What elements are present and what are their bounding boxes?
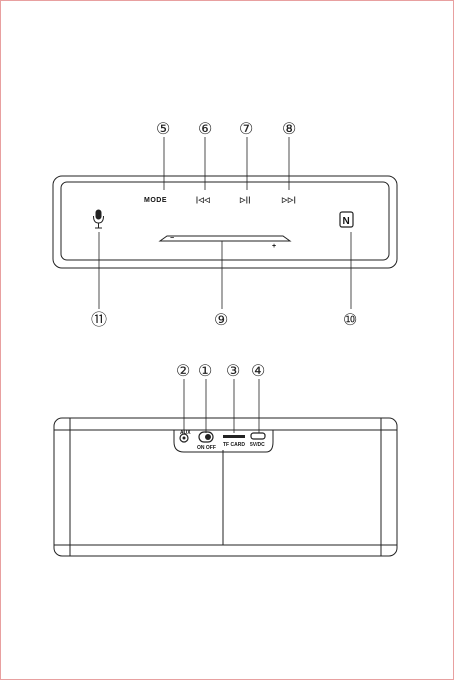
- svg-text:②: ②: [176, 363, 190, 380]
- mode-label: MODE: [144, 197, 167, 204]
- callout-8: ⑧: [282, 121, 296, 190]
- rear-callouts: ② ① ③ ④: [176, 363, 265, 433]
- top-callouts: ⑤ ⑥ ⑦ ⑧ ⑪ ⑨ ⑩: [91, 121, 357, 329]
- prev-track-icon: |◁◁: [196, 197, 210, 204]
- dc-label: 5V/DC: [250, 442, 265, 448]
- tf-card-slot: [223, 435, 245, 438]
- callout-3: ③: [226, 363, 240, 433]
- callout-6: ⑥: [198, 121, 212, 190]
- rear-view: [54, 418, 397, 556]
- svg-text:①: ①: [198, 363, 212, 380]
- callout-2: ②: [176, 363, 190, 433]
- volume-minus-icon: −: [170, 235, 175, 242]
- svg-text:⑧: ⑧: [282, 121, 296, 138]
- top-controls: MODE |◁◁ ▷|| ▷▷| − + N: [94, 197, 354, 250]
- power-label: ON OFF: [197, 445, 216, 451]
- callout-9: ⑨: [214, 241, 228, 329]
- callout-11: ⑪: [91, 232, 107, 329]
- callout-1: ①: [198, 363, 212, 433]
- svg-text:⑥: ⑥: [198, 121, 212, 138]
- callout-10: ⑩: [343, 232, 357, 329]
- tf-card-label: TF CARD: [223, 442, 245, 448]
- callout-4: ④: [251, 363, 265, 433]
- svg-text:N: N: [343, 216, 351, 227]
- rear-panel-outer: [54, 418, 397, 556]
- svg-text:④: ④: [251, 363, 265, 380]
- next-track-icon: ▷▷|: [281, 197, 296, 204]
- volume-plus-icon: +: [272, 243, 277, 250]
- rear-ports: AUX ON OFF TF CARD 5V/DC: [180, 430, 265, 451]
- svg-text:⑪: ⑪: [91, 311, 107, 329]
- play-pause-icon: ▷||: [239, 197, 251, 204]
- svg-text:③: ③: [226, 363, 240, 380]
- nfc-icon: N: [340, 212, 353, 227]
- svg-text:⑨: ⑨: [214, 312, 228, 329]
- volume-slider: [160, 236, 290, 241]
- callout-7: ⑦: [239, 121, 253, 190]
- microphone-icon: [94, 210, 104, 228]
- svg-text:⑦: ⑦: [239, 121, 253, 138]
- aux-label: AUX: [180, 430, 191, 436]
- callout-5: ⑤: [156, 121, 170, 190]
- usb-dc-port: [251, 433, 265, 439]
- svg-text:⑤: ⑤: [156, 121, 170, 138]
- svg-text:⑩: ⑩: [343, 312, 357, 329]
